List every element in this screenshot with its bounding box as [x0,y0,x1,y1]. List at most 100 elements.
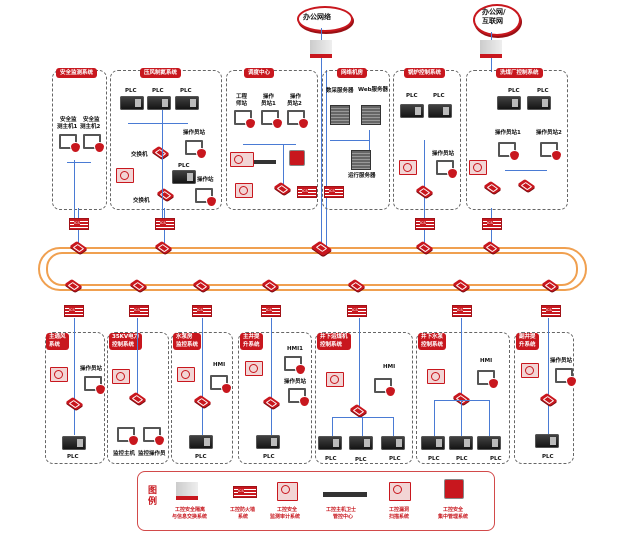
audit-icon [469,160,487,175]
internet-label-1: 办公网/ [482,8,506,16]
legend-box [137,471,495,531]
zone-title: 调度中心 [244,68,275,78]
firewall-icon [155,218,175,230]
firewall-icon [261,305,281,317]
isolation-gap-icon [310,40,332,58]
zone-title: 副井提升系统 [516,333,539,350]
monitor-icon [83,134,105,153]
server-icon [351,150,371,170]
vuln-scan-icon [230,152,254,167]
audit-icon [521,363,539,378]
plc-icon [62,436,86,450]
audit-icon [112,369,130,384]
audit-icon [399,160,417,175]
plc-icon [172,170,196,184]
vuln-scan-icon [389,482,411,501]
firewall-icon [482,218,502,230]
monitor-icon [59,134,81,153]
isolation-gap-icon [480,40,502,58]
zone-underground-pump [416,332,510,464]
audit-icon [116,168,134,183]
legend-title: 图 [148,486,158,496]
plc-icon [400,104,424,118]
firewall-icon [69,218,89,230]
zone-35kv-power [107,332,169,464]
plc-icon [256,435,280,449]
zone-auxiliary-shaft-hoist [514,332,574,464]
plc-icon [147,96,171,110]
plc-icon [477,436,501,450]
plc-icon [381,436,405,450]
audit-icon [50,367,68,382]
zone-title: 网络机房 [337,68,368,78]
zone-title: 35KV电力控制系统 [109,333,143,350]
monitor-icon [284,356,306,375]
zone-title: 井下运煤机控制系统 [317,333,351,350]
management-gear-icon [444,479,464,499]
monitor-icon [117,427,139,446]
audit-icon [177,367,195,382]
monitor-icon [234,110,256,129]
plc-icon [527,96,551,110]
monitor-icon [374,378,396,397]
audit-icon [326,372,344,387]
plc-icon [497,96,521,110]
zone-main-ventilation [45,332,105,464]
host-guard-icon [254,160,276,164]
firewall-icon [297,186,317,198]
monitor-icon [436,160,458,179]
zone-main-shaft-hoist [238,332,312,464]
plc-icon [428,104,452,118]
monitor-icon [84,376,106,395]
audit-icon [427,369,445,384]
host-guard-icon [323,492,367,497]
firewall-icon [233,486,257,498]
server-icon [361,105,381,125]
plc-icon [120,96,144,110]
firewall-icon [324,186,344,198]
internet-cloud [473,4,521,36]
office-network-label: 办公网络 [303,13,331,21]
monitor-icon [195,188,217,207]
plc-icon [421,436,445,450]
zone-title: 主通风系统 [46,333,69,350]
zone-title: 主井提升系统 [240,333,263,350]
zone-title: 压风制氮系统 [140,68,182,78]
zone-underground-conveyor [315,332,413,464]
plc-icon [318,436,342,450]
monitor-icon [540,142,562,161]
office-network-cloud [297,6,353,32]
firewall-icon [415,218,435,230]
firewall-icon [129,305,149,317]
monitor-icon [498,142,520,161]
monitor-icon [288,388,310,407]
plc-icon [349,436,373,450]
firewall-icon [541,305,561,317]
audit-icon [235,183,253,198]
zone-title: 锅炉控制系统 [404,68,446,78]
plc-icon [189,435,213,449]
monitor-icon [555,368,577,387]
backbone-ring-inner [46,252,578,286]
plc-icon [175,96,199,110]
firewall-icon [192,305,212,317]
plc-icon [449,436,473,450]
firewall-icon [347,305,367,317]
isolation-gap-icon [176,482,198,500]
monitor-icon [143,427,165,446]
firewall-icon [452,305,472,317]
monitor-icon [287,110,309,129]
monitor-icon [261,110,283,129]
audit-icon [245,361,263,376]
monitor-icon [185,140,207,159]
server-icon [330,105,350,125]
plc-icon [535,434,559,448]
audit-icon [277,482,298,501]
firewall-icon [64,305,84,317]
zone-title: 安全监测系统 [56,68,98,78]
zone-title: 井下水泵控制系统 [418,333,447,350]
zone-title: 水泵房监控系统 [173,333,202,350]
internet-label-2: 互联网 [482,17,503,25]
monitor-icon [477,370,499,389]
zone-title: 洗煤厂控制系统 [496,68,543,78]
